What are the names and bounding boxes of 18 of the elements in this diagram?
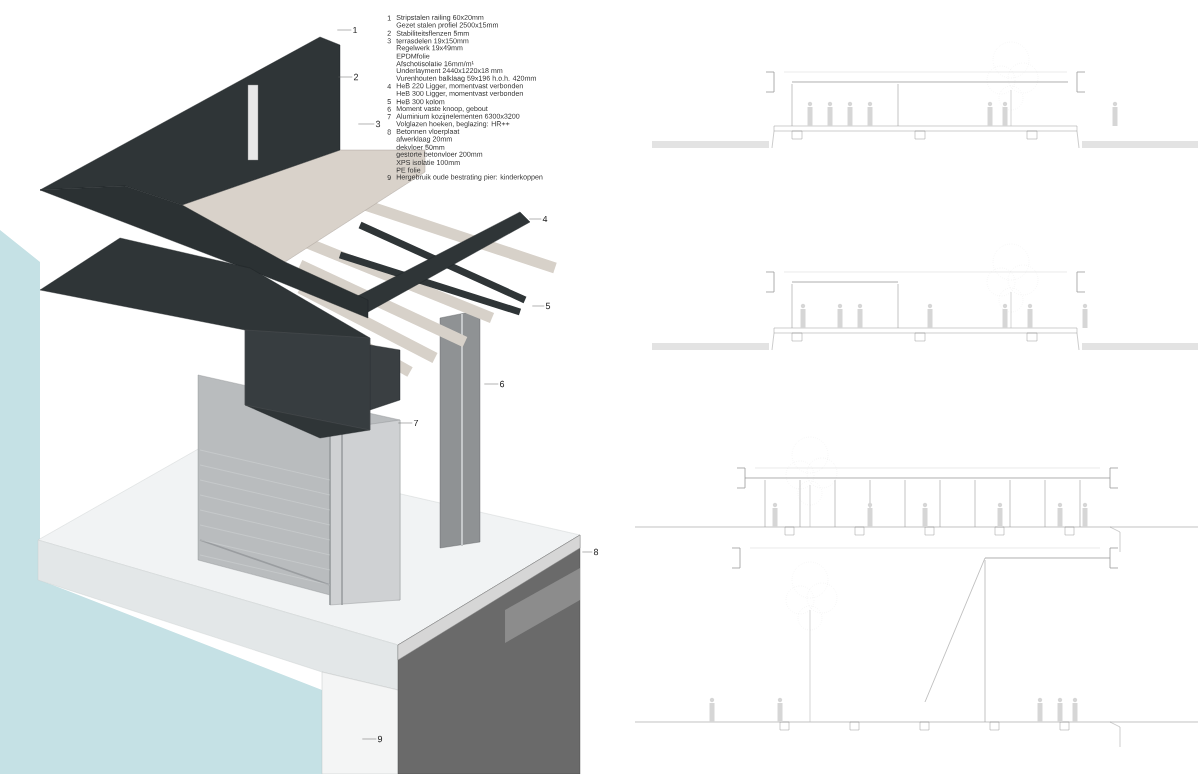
leader-line: [362, 738, 377, 740]
callout-number: 2: [353, 73, 359, 81]
leader-line: [484, 383, 499, 385]
callout-number: 5: [545, 302, 551, 310]
callout-number: 1: [353, 26, 358, 34]
callout-number: 3: [375, 120, 381, 128]
leader-line: [358, 123, 375, 125]
leader-line: [529, 218, 542, 220]
callout-number: 4: [542, 215, 548, 223]
leader-line: [338, 76, 353, 78]
callout-number: 7: [413, 419, 419, 427]
callout-number: 9: [377, 735, 383, 743]
leader-line: [532, 305, 545, 307]
callout-number: 6: [499, 380, 505, 388]
leader-line: [398, 422, 413, 424]
callout-number: 8: [593, 548, 599, 556]
leader-line: [582, 551, 593, 553]
leader-line: [337, 29, 352, 31]
